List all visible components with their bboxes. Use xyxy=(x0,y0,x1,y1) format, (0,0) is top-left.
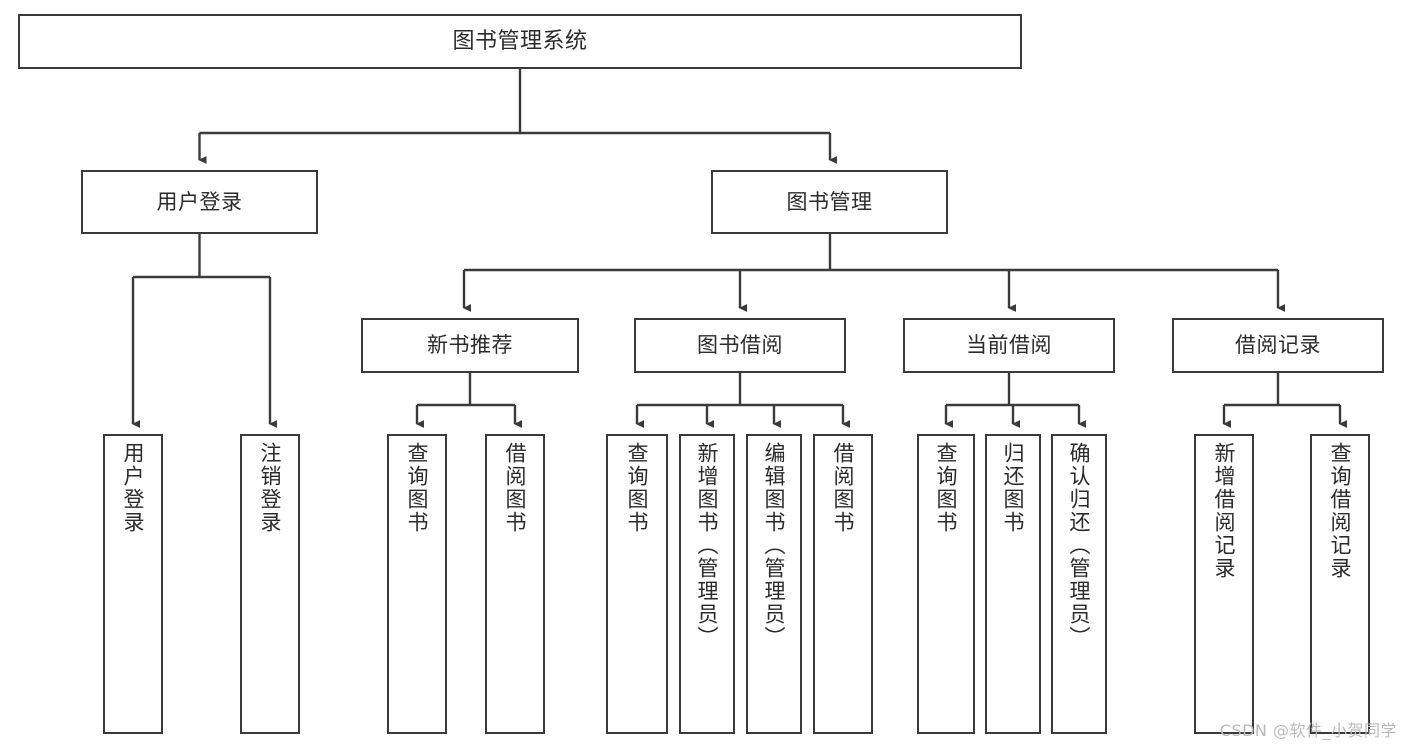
node-borrow-record-label: 借阅记录 xyxy=(1235,333,1321,358)
node-root-label: 图书管理系统 xyxy=(452,28,588,54)
node-leaf-return-book-label: 归还图书 xyxy=(1001,442,1026,534)
node-leaf-user-logout-label: 注销登录 xyxy=(258,442,283,534)
node-book-borrow-label: 图书借阅 xyxy=(697,333,783,358)
node-current-borrow[interactable]: 当前借阅 xyxy=(903,318,1115,373)
node-leaf-add-book[interactable]: 新增图书（管理员） xyxy=(679,434,735,734)
node-leaf-user-login-label: 用户登录 xyxy=(121,442,146,534)
node-leaf-query-book-3-label: 查询图书 xyxy=(934,442,959,534)
node-new-book-recommend-label: 新书推荐 xyxy=(427,333,513,358)
node-leaf-confirm-return[interactable]: 确认归还（管理员） xyxy=(1051,434,1107,734)
node-leaf-query-borrow-record-label: 查询借阅记录 xyxy=(1328,442,1353,580)
node-leaf-confirm-return-label: 确认归还（管理员） xyxy=(1067,442,1092,649)
node-book-borrow[interactable]: 图书借阅 xyxy=(634,318,846,373)
node-leaf-query-book-3[interactable]: 查询图书 xyxy=(917,434,975,734)
node-user-login[interactable]: 用户登录 xyxy=(81,170,318,234)
node-book-manage-label: 图书管理 xyxy=(786,189,873,214)
node-leaf-borrow-book-2[interactable]: 借阅图书 xyxy=(813,434,873,734)
node-leaf-edit-book[interactable]: 编辑图书（管理员） xyxy=(746,434,802,734)
node-root[interactable]: 图书管理系统 xyxy=(18,14,1022,69)
node-leaf-add-borrow-record[interactable]: 新增借阅记录 xyxy=(1194,434,1254,734)
node-leaf-user-login[interactable]: 用户登录 xyxy=(103,434,163,734)
node-user-login-label: 用户登录 xyxy=(156,189,243,214)
node-leaf-borrow-book-2-label: 借阅图书 xyxy=(831,442,856,534)
node-leaf-query-book-2-label: 查询图书 xyxy=(625,442,650,534)
node-leaf-query-book-1[interactable]: 查询图书 xyxy=(387,434,447,734)
watermark-text: CSDN @软件_小贺同学 xyxy=(1219,721,1397,740)
node-book-manage[interactable]: 图书管理 xyxy=(711,170,948,234)
node-leaf-query-borrow-record[interactable]: 查询借阅记录 xyxy=(1310,434,1370,734)
node-leaf-edit-book-label: 编辑图书（管理员） xyxy=(762,442,787,649)
node-leaf-borrow-book-1[interactable]: 借阅图书 xyxy=(485,434,545,734)
node-leaf-borrow-book-1-label: 借阅图书 xyxy=(503,442,528,534)
node-borrow-record[interactable]: 借阅记录 xyxy=(1172,318,1384,373)
node-leaf-add-book-label: 新增图书（管理员） xyxy=(695,442,720,649)
node-current-borrow-label: 当前借阅 xyxy=(966,333,1052,358)
node-leaf-return-book[interactable]: 归还图书 xyxy=(985,434,1041,734)
node-leaf-add-borrow-record-label: 新增借阅记录 xyxy=(1212,442,1237,580)
node-leaf-query-book-1-label: 查询图书 xyxy=(405,442,430,534)
node-leaf-user-logout[interactable]: 注销登录 xyxy=(240,434,300,734)
node-leaf-query-book-2[interactable]: 查询图书 xyxy=(606,434,668,734)
node-new-book-recommend[interactable]: 新书推荐 xyxy=(361,318,579,373)
